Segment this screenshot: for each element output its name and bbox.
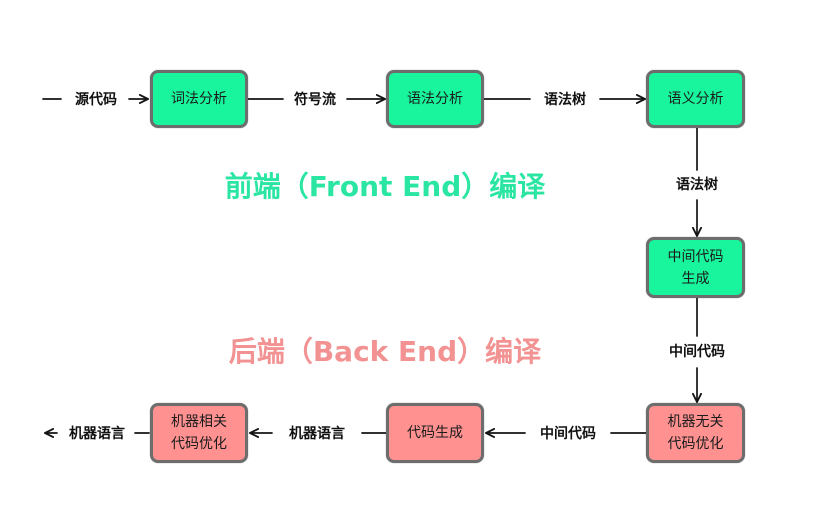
node-label-line-1: 中间代码 xyxy=(667,248,724,265)
edge-label-token-stream: 符号流 xyxy=(294,92,336,108)
edge-label-machine-code-output: 机器语言 xyxy=(69,426,125,442)
edge-label-intermediate-code: 中间代码 xyxy=(540,426,596,442)
edge-label-source-code: 源代码 xyxy=(75,92,117,108)
node-machine-dependent-optimization: 机器相关 代码优化 xyxy=(150,403,248,463)
node-machine-independent-optimization: 机器无关 代码优化 xyxy=(646,403,745,463)
node-lexical-analysis: 词法分析 xyxy=(150,70,248,128)
node-label: 代码生成 xyxy=(407,425,463,441)
node-ir-generation: 中间代码 生成 xyxy=(646,237,745,298)
node-label: 语法分析 xyxy=(407,91,463,107)
edge-label-syntax-tree-vertical: 语法树 xyxy=(676,177,718,193)
node-label-line-2: 代码优化 xyxy=(667,436,724,452)
node-label-line-2: 生成 xyxy=(681,270,710,287)
edge-label-syntax-tree: 语法树 xyxy=(544,92,586,108)
backend-title: 后端（Back End）编译 xyxy=(228,335,542,368)
node-semantic-analysis: 语义分析 xyxy=(646,70,745,128)
node-label-line-1: 机器无关 xyxy=(667,414,724,430)
edge-label-machine-code: 机器语言 xyxy=(289,426,345,442)
frontend-title: 前端（Front End）编译 xyxy=(224,170,546,203)
node-label: 语义分析 xyxy=(667,91,724,107)
node-code-generation: 代码生成 xyxy=(386,403,484,463)
node-label: 词法分析 xyxy=(171,91,227,107)
node-syntax-analysis: 语法分析 xyxy=(386,70,484,128)
node-label-line-2: 代码优化 xyxy=(171,436,227,452)
node-label-line-1: 机器相关 xyxy=(171,414,227,430)
edge-label-intermediate-code-vertical: 中间代码 xyxy=(669,344,725,360)
